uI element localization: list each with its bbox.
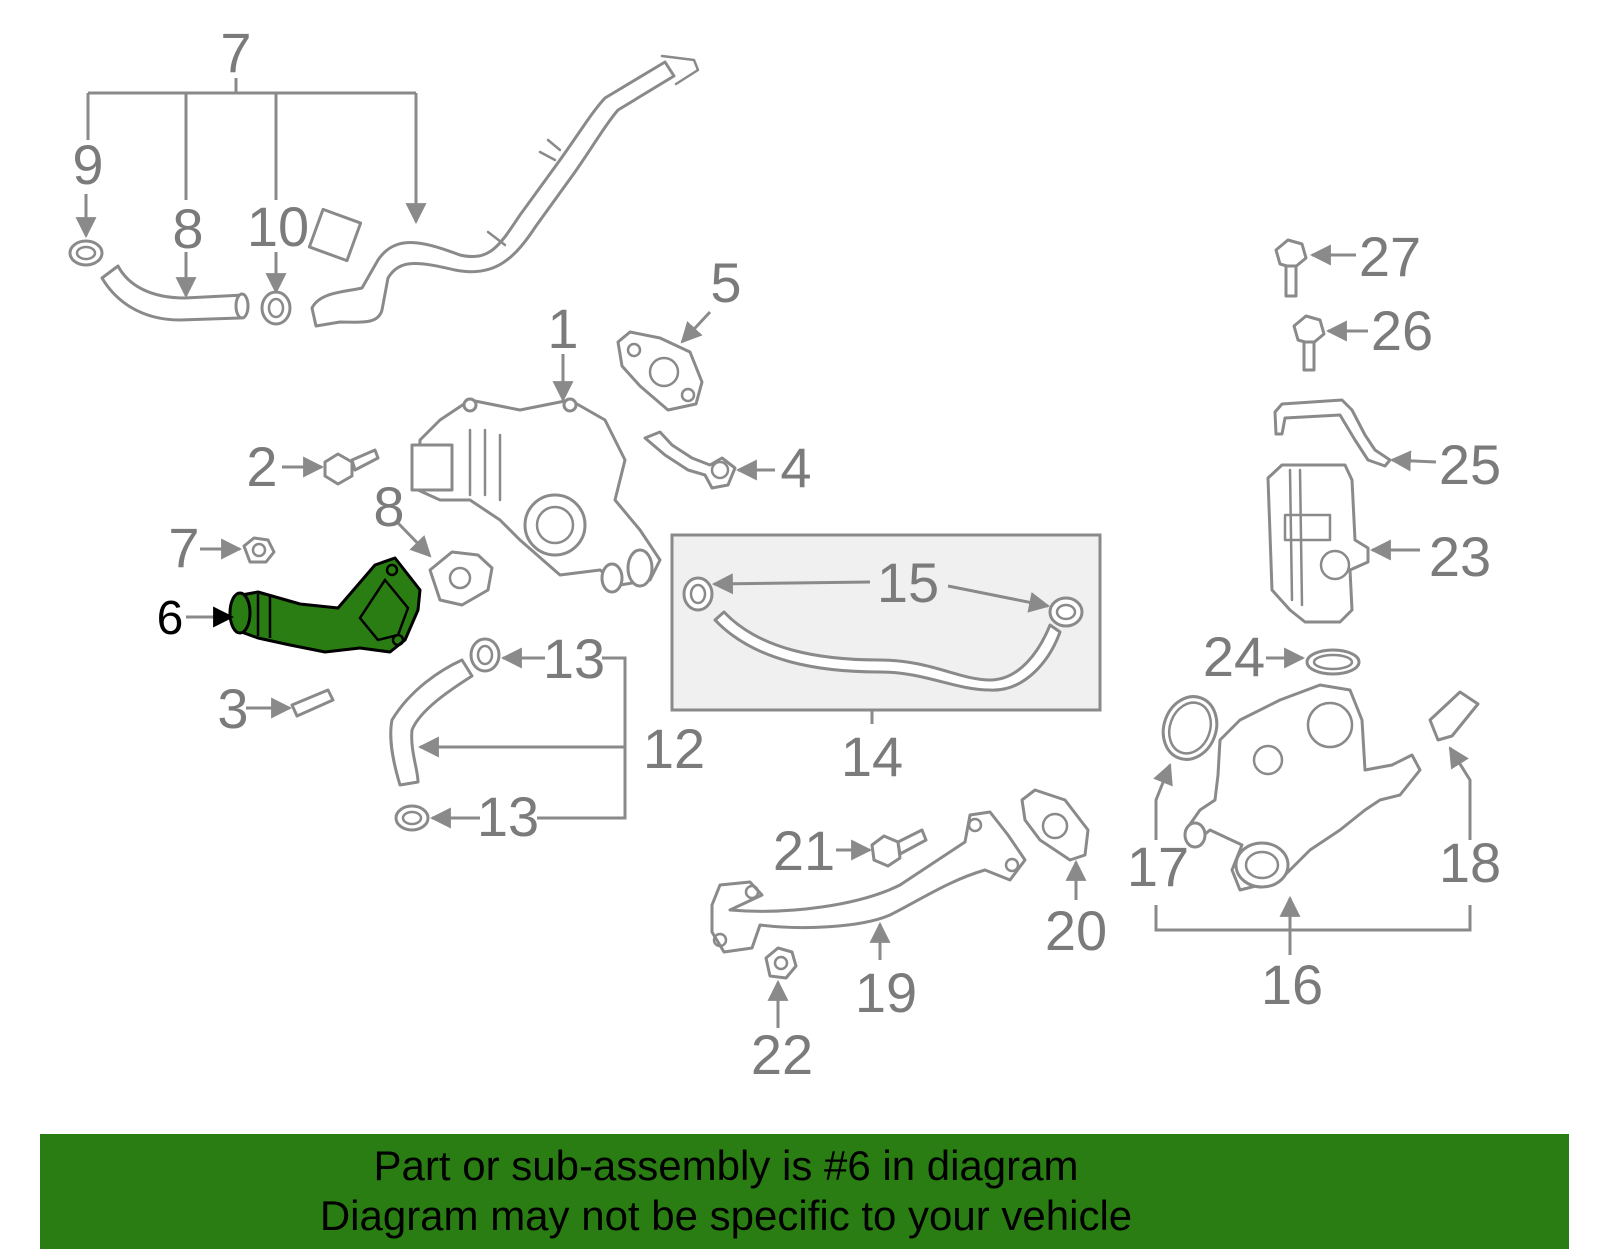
part-25-bracket[interactable] bbox=[1273, 398, 1392, 468]
callout-21: 21 bbox=[773, 819, 835, 882]
part-24-o-ring[interactable] bbox=[1305, 648, 1361, 676]
callout-3: 3 bbox=[217, 677, 248, 740]
part-15-clamp-right[interactable] bbox=[1048, 596, 1084, 628]
callout-13-lower: 13 bbox=[477, 785, 539, 848]
callout-8: 8 bbox=[373, 475, 404, 538]
callout-26: 26 bbox=[1371, 299, 1433, 362]
callout-16: 16 bbox=[1261, 953, 1323, 1016]
callout-23: 23 bbox=[1429, 525, 1491, 588]
part-11-clamp-right[interactable] bbox=[260, 290, 292, 326]
callout-4: 4 bbox=[780, 436, 811, 499]
callout-27: 27 bbox=[1359, 225, 1421, 288]
part-23-actuator[interactable] bbox=[1266, 463, 1370, 624]
part-14-kit-box bbox=[670, 533, 1102, 712]
part-10-hose[interactable] bbox=[100, 264, 250, 322]
part-27-bolt[interactable] bbox=[1274, 238, 1308, 298]
callout-20: 20 bbox=[1045, 899, 1107, 962]
part-20-gasket[interactable] bbox=[1020, 788, 1090, 862]
part-18-temp-sensor[interactable] bbox=[1428, 690, 1480, 742]
callout-11-right: 10 bbox=[247, 195, 309, 258]
part-4-sensor-bracket[interactable] bbox=[643, 430, 737, 490]
banner-line-2: Diagram may not be specific to your vehi… bbox=[319, 1192, 1133, 1239]
callout-11-left: 9 bbox=[72, 133, 103, 196]
callout-12: 12 bbox=[643, 717, 705, 780]
part-16-thermostat-housing[interactable] bbox=[1183, 683, 1422, 892]
part-3-dowel-pin[interactable] bbox=[290, 688, 335, 718]
callout-7: 7 bbox=[168, 516, 199, 579]
part-11-clamp-left[interactable] bbox=[68, 239, 104, 267]
part-13-clamp-upper[interactable] bbox=[469, 637, 501, 673]
part-6-water-outlet[interactable] bbox=[228, 556, 422, 654]
callout-22: 22 bbox=[751, 1023, 813, 1086]
callout-6-highlighted: 6 bbox=[157, 592, 184, 645]
callout-25: 25 bbox=[1439, 433, 1501, 496]
part-14-hose[interactable] bbox=[713, 610, 1062, 692]
callout-labels: 7 9 8 10 5 1 2 4 8 7 6 3 13 12 13 15 14 … bbox=[72, 21, 1501, 1086]
part-7-nut[interactable] bbox=[242, 536, 276, 564]
part-26-bolt[interactable] bbox=[1292, 314, 1326, 372]
part-22-nut[interactable] bbox=[764, 946, 798, 980]
callout-24: 24 bbox=[1203, 625, 1265, 688]
part-12-hose[interactable] bbox=[389, 658, 474, 787]
callout-13-upper: 13 bbox=[543, 627, 605, 690]
info-banner: Part or sub-assembly is #6 in diagram Di… bbox=[40, 1134, 1569, 1249]
part-17-o-ring[interactable] bbox=[1155, 689, 1226, 767]
part-1-water-outlet-housing[interactable] bbox=[410, 397, 662, 594]
part-19-bypass-pipe[interactable] bbox=[710, 810, 1027, 954]
part-13-clamp-lower[interactable] bbox=[394, 804, 430, 832]
part-15-clamp-left[interactable] bbox=[682, 576, 714, 612]
callout-19: 19 bbox=[855, 961, 917, 1024]
callout-1: 1 bbox=[547, 297, 578, 360]
part-5-gasket[interactable] bbox=[616, 330, 704, 412]
callout-2: 2 bbox=[246, 435, 277, 498]
callout-15: 15 bbox=[877, 551, 939, 614]
banner-line-1: Part or sub-assembly is #6 in diagram bbox=[373, 1142, 1079, 1189]
part-8-thermostat[interactable] bbox=[428, 550, 494, 607]
leader-lines bbox=[75, 78, 1472, 1028]
callout-5: 5 bbox=[710, 251, 741, 314]
part-21-bolt[interactable] bbox=[870, 828, 928, 868]
part-2-bolt[interactable] bbox=[323, 448, 380, 486]
part-9-coolant-pipe[interactable] bbox=[307, 54, 700, 328]
callout-18: 18 bbox=[1439, 831, 1501, 894]
callout-9: 7 bbox=[220, 21, 251, 84]
callout-14: 14 bbox=[841, 725, 903, 788]
callout-17: 17 bbox=[1127, 835, 1189, 898]
callout-10: 8 bbox=[172, 197, 203, 260]
